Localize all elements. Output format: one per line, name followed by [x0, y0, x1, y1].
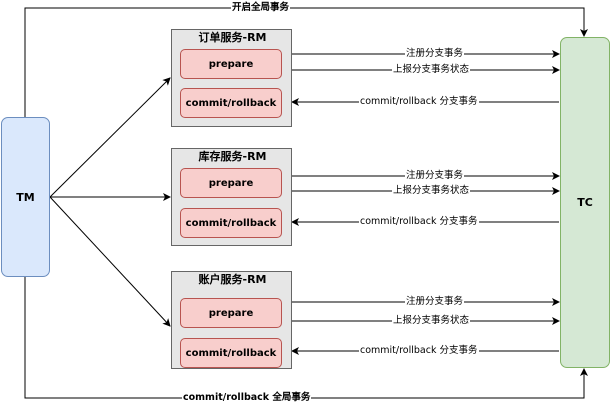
register-branch-label: 注册分支事务: [405, 170, 465, 181]
tm-label: TM: [16, 190, 35, 204]
stock-rm-group: 库存服务-RM prepare commit/rollback: [171, 148, 292, 246]
begin-global-tx-label: 开启全局事务: [231, 2, 291, 13]
report-branch-status-label: 上报分支事务状态: [392, 64, 471, 75]
branch-commit-label: commit/rollback 分支事务: [359, 216, 479, 227]
global-commit-arrow: [24, 277, 588, 399]
report-branch-status-label: 上报分支事务状态: [392, 315, 471, 326]
register-branch-label: 注册分支事务: [405, 296, 465, 307]
prepare-box: prepare: [180, 49, 282, 79]
register-branch-label: 注册分支事务: [405, 48, 465, 59]
report-branch-status-label: 上报分支事务状态: [392, 185, 471, 196]
tm-to-order-rm-arrow: [49, 77, 171, 198]
begin-global-tx-arrow: [24, 7, 588, 117]
commit-rollback-box: commit/rollback: [180, 88, 282, 118]
order-rm-group: 订单服务-RM prepare commit/rollback: [171, 29, 292, 127]
rm-title: 账户服务-RM: [198, 273, 267, 286]
account-rm-group: 账户服务-RM prepare commit/rollback: [171, 271, 292, 369]
rm-title: 订单服务-RM: [198, 31, 267, 44]
rm-title: 库存服务-RM: [198, 150, 267, 163]
prepare-box: prepare: [180, 168, 282, 198]
tc-node: TC: [560, 37, 610, 368]
commit-rollback-box: commit/rollback: [180, 208, 282, 238]
prepare-box: prepare: [180, 298, 282, 328]
branch-commit-label: commit/rollback 分支事务: [359, 345, 479, 356]
branch-commit-label: commit/rollback 分支事务: [359, 96, 479, 107]
tm-to-account-rm-arrow: [49, 196, 171, 327]
global-commit-label: commit/rollback 全局事务: [182, 392, 312, 403]
tm-node: TM: [1, 117, 50, 277]
tc-label: TC: [577, 196, 593, 209]
commit-rollback-box: commit/rollback: [180, 338, 282, 368]
